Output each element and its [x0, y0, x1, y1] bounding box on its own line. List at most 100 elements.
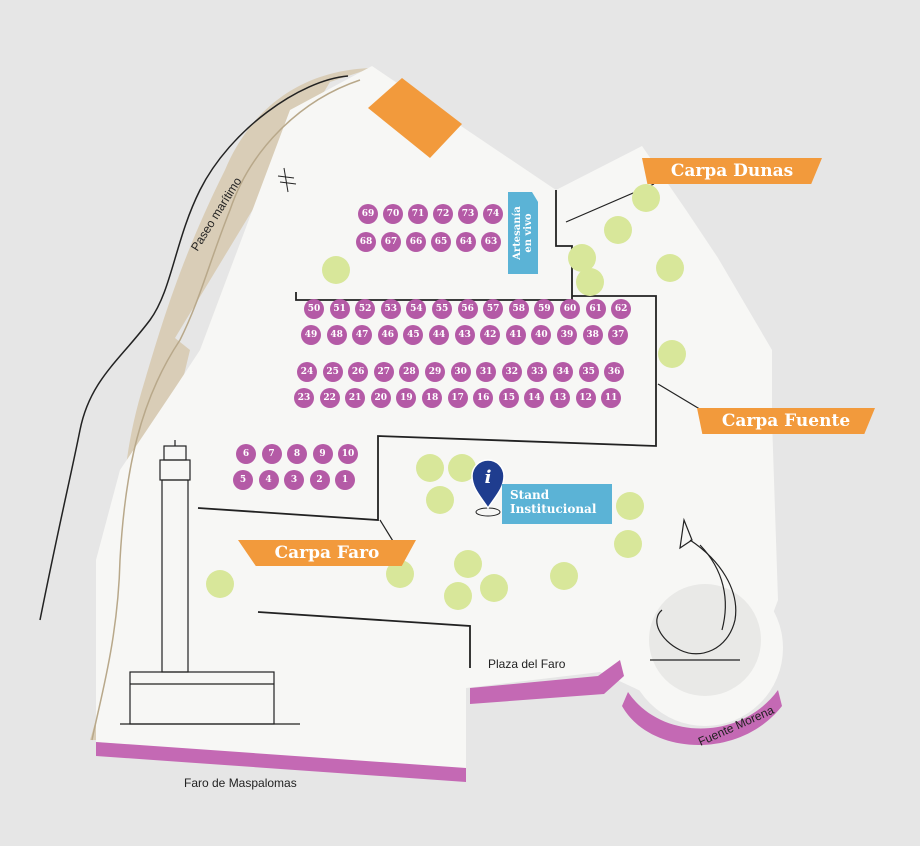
stand-62[interactable]: 62 [611, 299, 632, 319]
stand-48[interactable]: 48 [326, 325, 347, 345]
stand-30[interactable]: 30 [450, 362, 471, 382]
stand-16[interactable]: 16 [473, 388, 494, 408]
stand-72[interactable]: 72 [433, 204, 453, 224]
stand-2[interactable]: 2 [309, 470, 330, 490]
stand-69[interactable]: 69 [358, 204, 378, 224]
stand-63[interactable]: 63 [481, 232, 501, 252]
stand-41[interactable]: 41 [505, 325, 526, 345]
sea-line [39, 75, 349, 621]
pink-band-fuente [622, 690, 782, 746]
stand-5[interactable]: 5 [233, 470, 253, 490]
stand-22[interactable]: 22 [319, 388, 340, 408]
stand-19[interactable]: 19 [396, 388, 417, 408]
stand-26[interactable]: 26 [348, 362, 369, 382]
stand-12[interactable]: 12 [575, 388, 596, 408]
stand-67[interactable]: 67 [381, 232, 401, 252]
stand-institucional-line1: Stand [510, 488, 550, 502]
pink-band-plaza [470, 660, 624, 704]
stand-28[interactable]: 28 [399, 362, 420, 382]
stand-13[interactable]: 13 [550, 388, 570, 408]
stand-44[interactable]: 44 [429, 325, 449, 345]
trees [206, 184, 686, 610]
venue-floor [96, 66, 778, 770]
fountain-basin [649, 584, 761, 696]
stand-33[interactable]: 33 [527, 362, 548, 382]
stand-32[interactable]: 32 [501, 362, 522, 382]
promenade-band [90, 68, 372, 740]
stand-54[interactable]: 54 [406, 299, 427, 319]
stand-37[interactable]: 37 [608, 325, 629, 345]
stand-6[interactable]: 6 [236, 444, 256, 464]
stand-34[interactable]: 34 [553, 362, 573, 382]
stand-21[interactable]: 21 [345, 388, 366, 408]
stand-24[interactable]: 24 [297, 362, 317, 382]
pink-band-faro [96, 742, 466, 782]
stand-11[interactable]: 11 [601, 388, 622, 408]
stand-14[interactable]: 14 [524, 388, 545, 408]
stand-50[interactable]: 50 [304, 299, 324, 319]
stand-40[interactable]: 40 [531, 325, 552, 345]
stand-institucional-tag[interactable]: Stand Institucional [502, 484, 612, 524]
stand-57[interactable]: 57 [483, 299, 504, 319]
stand-1[interactable]: 1 [335, 470, 355, 490]
stand-8[interactable]: 8 [287, 444, 307, 464]
hatch-marks [277, 167, 297, 193]
stand-10[interactable]: 10 [338, 444, 358, 464]
stand-73[interactable]: 73 [458, 204, 478, 224]
stand-3[interactable]: 3 [284, 470, 304, 490]
stand-4[interactable]: 4 [258, 470, 279, 490]
stand-51[interactable]: 51 [329, 299, 350, 319]
fountain-sculpture-drawing [650, 517, 740, 661]
stand-56[interactable]: 56 [457, 299, 478, 319]
stand-25[interactable]: 25 [322, 362, 343, 382]
stand-20[interactable]: 20 [370, 388, 391, 408]
stand-43[interactable]: 43 [454, 325, 475, 345]
stand-68[interactable]: 68 [356, 232, 376, 252]
stand-52[interactable]: 52 [355, 299, 376, 319]
stand-74[interactable]: 74 [483, 204, 503, 224]
stand-71[interactable]: 71 [408, 204, 428, 224]
stand-9[interactable]: 9 [312, 444, 333, 464]
orange-block [368, 78, 462, 158]
stand-58[interactable]: 58 [508, 299, 529, 319]
stand-53[interactable]: 53 [380, 299, 401, 319]
stand-66[interactable]: 66 [406, 232, 426, 252]
label-faro-de-maspalomas: Faro de Maspalomas [184, 776, 297, 790]
stand-55[interactable]: 55 [432, 299, 452, 319]
stand-60[interactable]: 60 [560, 299, 580, 319]
stand-27[interactable]: 27 [373, 362, 394, 382]
stand-31[interactable]: 31 [476, 362, 497, 382]
info-pin-icon[interactable]: i [470, 458, 506, 518]
stand-36[interactable]: 36 [604, 362, 625, 382]
tent-label-fuente[interactable]: Carpa Fuente [697, 408, 875, 434]
stand-64[interactable]: 64 [456, 232, 476, 252]
stand-70[interactable]: 70 [383, 204, 403, 224]
stand-47[interactable]: 47 [352, 325, 373, 345]
stand-7[interactable]: 7 [261, 444, 282, 464]
artesania-line1: Artesanía [512, 206, 523, 260]
stand-65[interactable]: 65 [431, 232, 451, 252]
stand-institucional-line2: Institucional [510, 502, 597, 516]
artesania-line2: en vivo [523, 213, 534, 253]
label-plaza-del-faro: Plaza del Faro [488, 657, 566, 671]
artesania-text: Artesanía en vivo [512, 206, 534, 260]
stand-49[interactable]: 49 [301, 325, 321, 345]
stand-59[interactable]: 59 [534, 299, 555, 319]
stand-45[interactable]: 45 [403, 325, 424, 345]
stand-38[interactable]: 38 [582, 325, 603, 345]
sand-edge [91, 79, 361, 741]
stand-39[interactable]: 39 [557, 325, 577, 345]
stand-61[interactable]: 61 [585, 299, 606, 319]
stand-46[interactable]: 46 [377, 325, 398, 345]
stand-18[interactable]: 18 [422, 388, 442, 408]
stand-42[interactable]: 42 [480, 325, 501, 345]
stand-17[interactable]: 17 [447, 388, 468, 408]
artesania-en-vivo-tag[interactable]: Artesanía en vivo [508, 192, 538, 274]
tent-label-dunas[interactable]: Carpa Dunas [642, 158, 822, 184]
stand-15[interactable]: 15 [498, 388, 519, 408]
stand-23[interactable]: 23 [294, 388, 314, 408]
stand-29[interactable]: 29 [425, 362, 445, 382]
stand-35[interactable]: 35 [578, 362, 599, 382]
tent-label-faro[interactable]: Carpa Faro [238, 540, 416, 566]
